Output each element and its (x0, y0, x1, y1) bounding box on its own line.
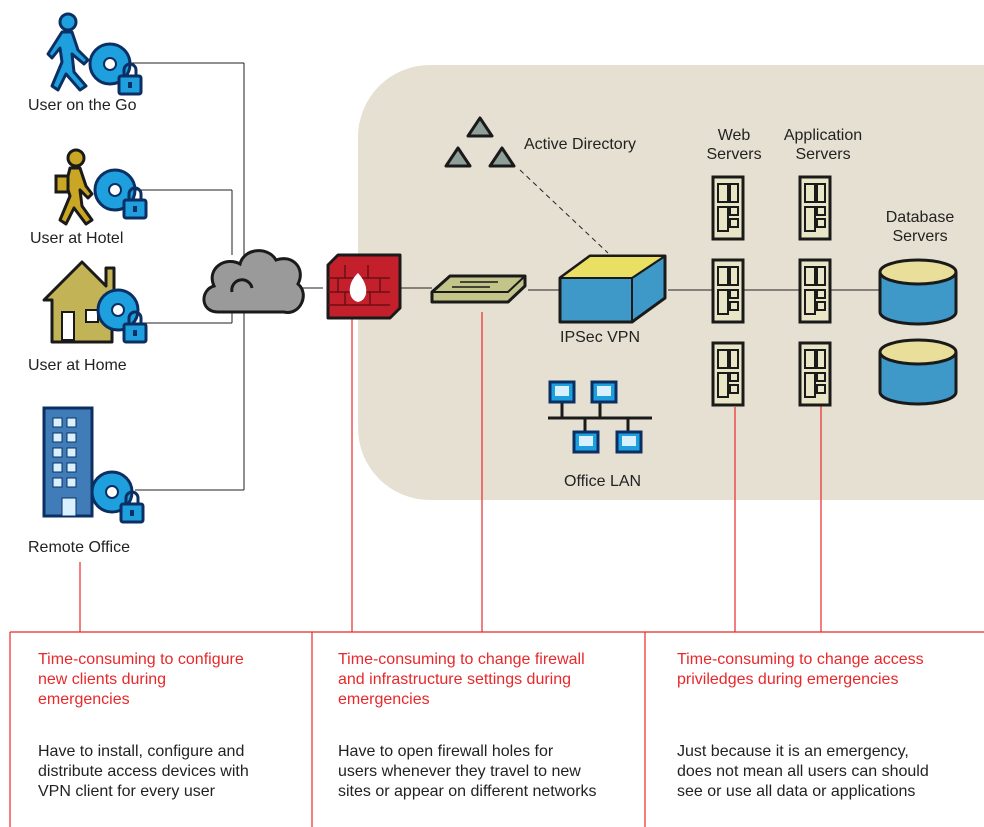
panel-body: Just because it is an emergency, does no… (677, 743, 929, 800)
user-label: Remote Office (28, 539, 130, 556)
panel-title: Time-consuming to configure new clients … (38, 651, 244, 708)
walking-user-with-bag-icon (54, 148, 94, 226)
application-server-icon (798, 175, 832, 241)
active-directory-label: Active Directory (524, 136, 637, 153)
database-icon (878, 258, 958, 326)
network-switch-icon (430, 274, 527, 304)
user-label: User at Hotel (30, 230, 124, 247)
panel-body: Have to open firewall holes for users wh… (338, 743, 597, 800)
web-servers-label: Web Servers (706, 127, 762, 163)
database-servers-label: Database Servers (885, 209, 955, 245)
panel-client-configuration: Time-consuming to configure new clients … (38, 650, 338, 827)
database-icon (878, 338, 958, 406)
panel-body: Have to install, configure and distribut… (38, 743, 249, 800)
panel-title: Time-consuming to change firewall and in… (338, 651, 585, 708)
active-directory-icon (444, 116, 516, 168)
application-servers-label: Application Servers (783, 127, 863, 163)
office-lan-icon (548, 380, 652, 454)
user-label: User at Home (28, 357, 127, 374)
user-label: User on the Go (28, 97, 137, 114)
web-server-icon (711, 175, 745, 241)
application-server-icon (798, 341, 832, 407)
panel-access-privileges: Time-consuming to change access priviled… (677, 650, 977, 827)
office-lan-label: Office LAN (564, 473, 642, 490)
callout-lines (9, 312, 984, 827)
ipsec-vpn-label: IPSec VPN (560, 329, 641, 346)
office-building-icon (42, 406, 94, 518)
firewall-icon (326, 253, 402, 320)
ipsec-vpn-icon (558, 254, 667, 324)
web-server-icon (711, 258, 745, 324)
application-server-icon (798, 258, 832, 324)
internet-cloud-icon (202, 249, 305, 314)
network-connectors (300, 169, 890, 291)
web-server-icon (711, 341, 745, 407)
walking-user-icon (46, 12, 90, 92)
panel-title: Time-consuming to change access priviled… (677, 651, 924, 688)
panel-firewall-settings: Time-consuming to change firewall and in… (338, 650, 638, 827)
